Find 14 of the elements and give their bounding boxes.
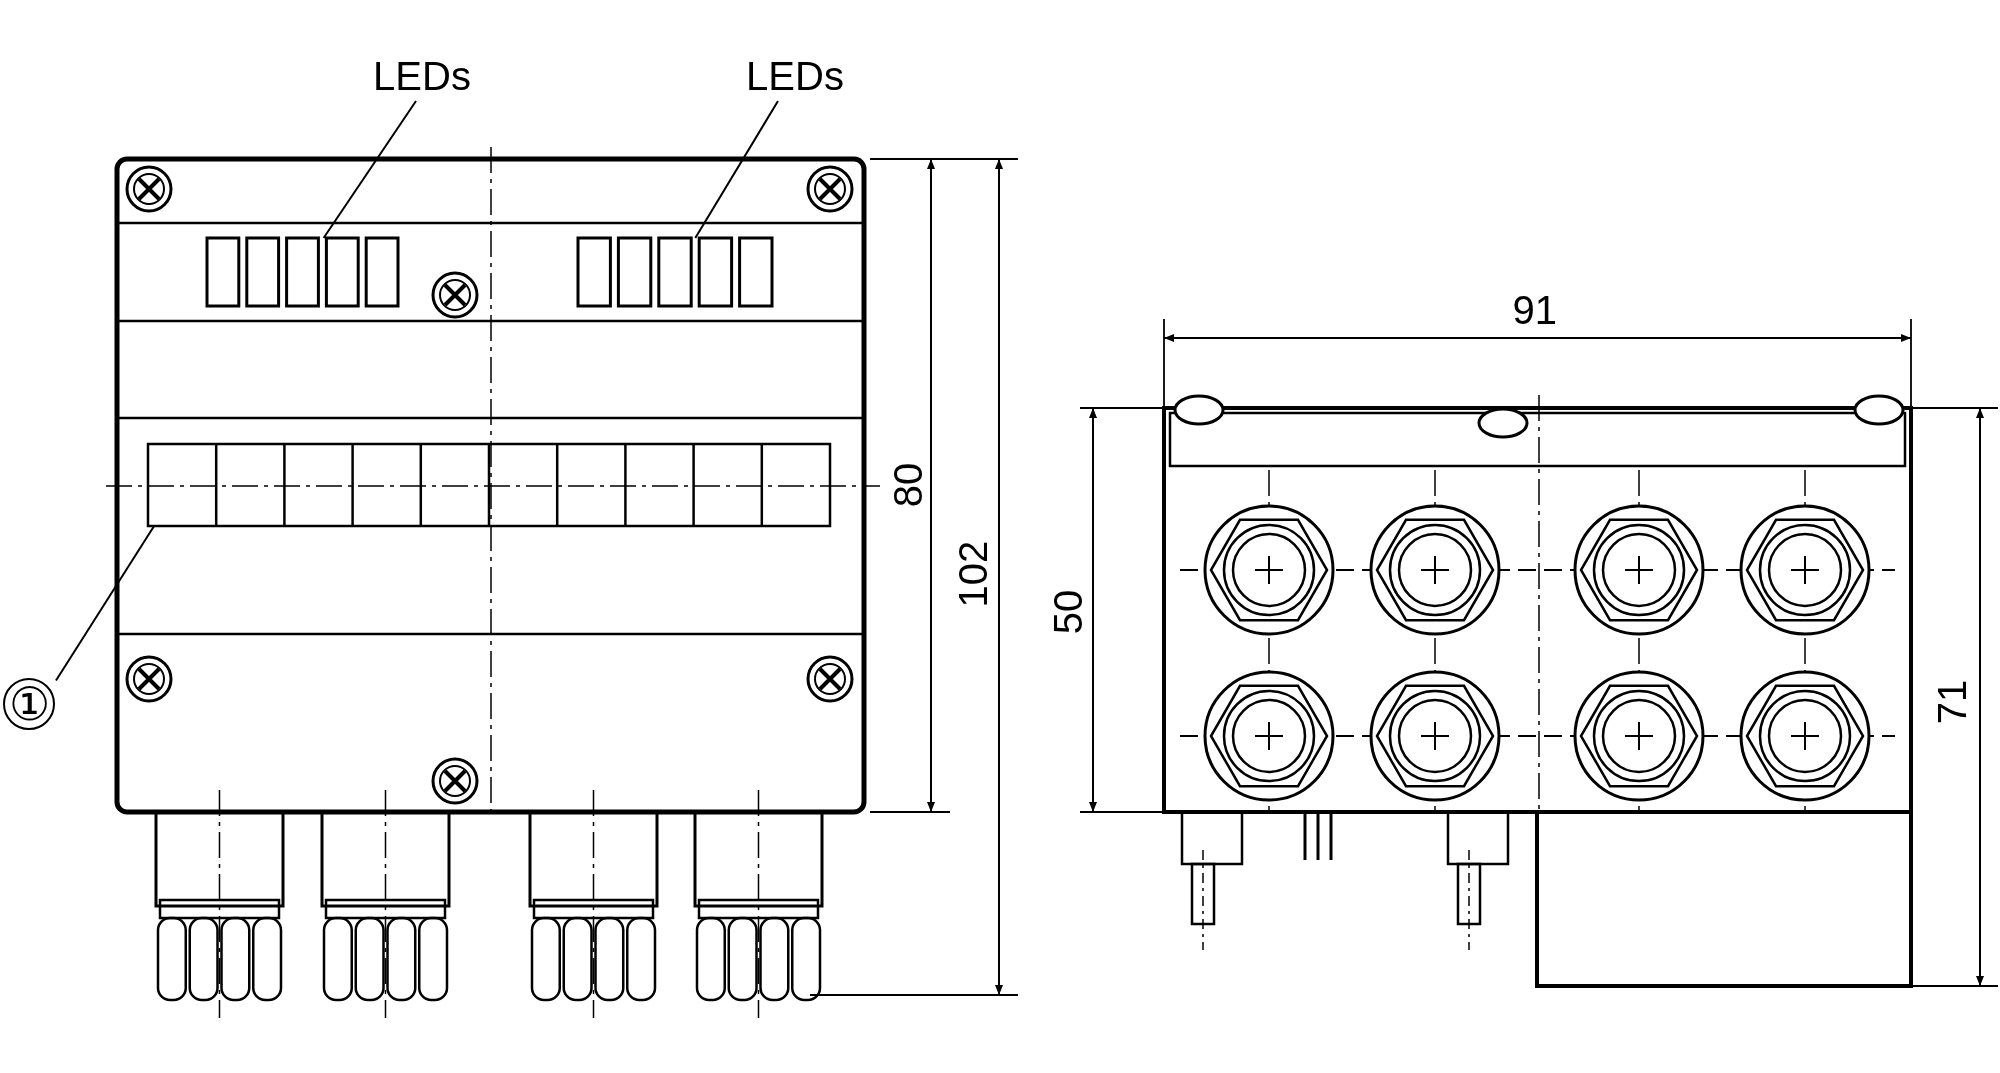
dimension-value: 80 <box>887 462 928 508</box>
callout-number: ① <box>5 680 53 728</box>
callout-label: LEDs <box>740 54 850 98</box>
dimension-value: 102 <box>952 540 993 608</box>
dimension-value: 91 <box>1512 290 1557 330</box>
leader-line <box>694 100 779 239</box>
dimension-value: 71 <box>1931 679 1972 725</box>
leader-line <box>322 100 417 239</box>
terminal-strip <box>146 442 832 528</box>
led-window-group <box>576 236 774 308</box>
callout-label: LEDs <box>367 54 477 98</box>
dimension-value: 50 <box>1047 589 1088 635</box>
leader-line <box>55 525 156 682</box>
led-window-group <box>205 236 400 308</box>
